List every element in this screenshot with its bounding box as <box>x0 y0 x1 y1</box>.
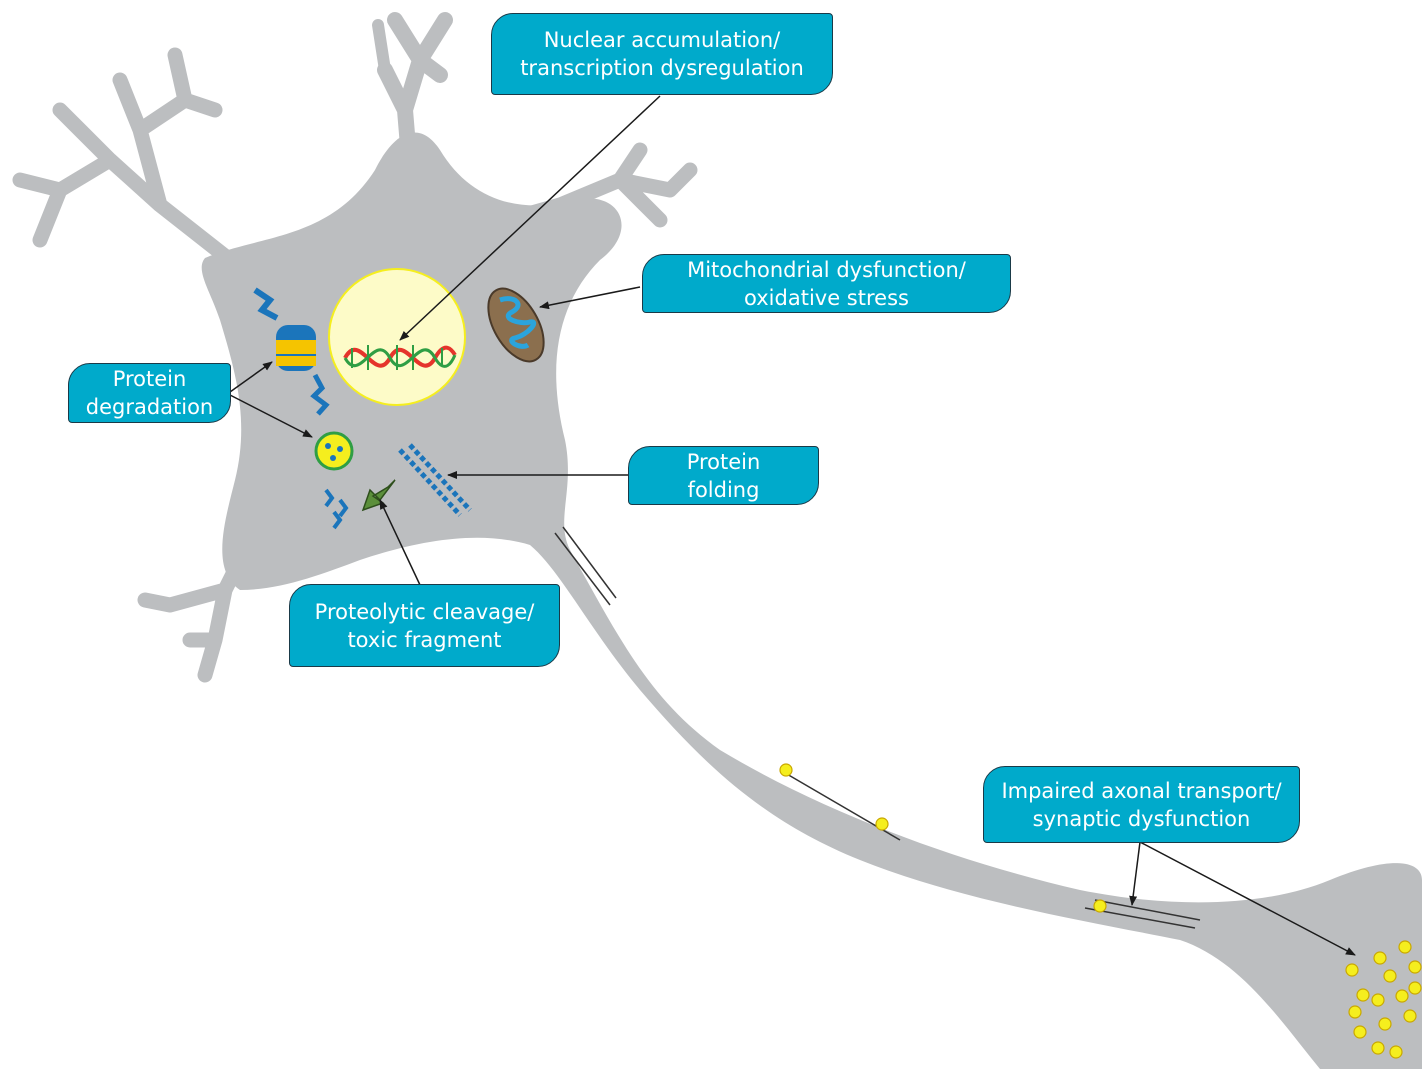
nucleus <box>328 268 466 406</box>
lysosome-icon <box>314 431 354 471</box>
callout-folding-line1: Protein <box>686 449 761 474</box>
callout-mitochondrial-dysfunction: Mitochondrial dysfunction/ oxidative str… <box>642 254 1011 313</box>
callout-axonal-line1: Impaired axonal transport/ <box>1001 778 1282 803</box>
callout-proteolytic-cleavage: Proteolytic cleavage/ toxic fragment <box>289 584 560 667</box>
axon-vesicles <box>779 763 1107 913</box>
callout-degradation-line1: Protein <box>112 367 187 391</box>
green-arrow-icon <box>361 479 396 512</box>
cell-body <box>201 132 1422 1069</box>
callout-mito-line2: oxidative stress <box>744 285 909 310</box>
dna-icon <box>343 345 457 370</box>
synaptic-vesicles <box>1345 940 1422 1059</box>
axon-tracks <box>554 526 1201 929</box>
callout-protein-folding: Protein folding <box>628 446 819 505</box>
callout-folding-line2: folding <box>687 477 760 502</box>
callout-degradation-line2: degradation <box>85 395 214 419</box>
callout-axonal-line2: synaptic dysfunction <box>1032 806 1251 831</box>
fragment-icon <box>324 488 349 530</box>
mitochondrion-icon <box>487 287 545 363</box>
callout-mito-line1: Mitochondrial dysfunction/ <box>687 257 966 282</box>
callout-impaired-axonal-transport: Impaired axonal transport/ synaptic dysf… <box>983 766 1300 843</box>
callout-cleavage-line1: Proteolytic cleavage/ <box>314 599 535 624</box>
callout-cleavage-line2: toxic fragment <box>347 627 502 652</box>
leader-arrows <box>229 95 1356 956</box>
callout-nuclear-line2: transcription dysregulation <box>520 56 804 80</box>
callout-nuclear-accumulation: Nuclear accumulation/ transcription dysr… <box>491 13 833 95</box>
callout-nuclear-line1: Nuclear accumulation/ <box>543 28 781 52</box>
proteasome-icon <box>253 287 330 416</box>
callout-protein-degradation: Protein degradation <box>68 363 231 423</box>
fibril-icon <box>398 443 472 517</box>
